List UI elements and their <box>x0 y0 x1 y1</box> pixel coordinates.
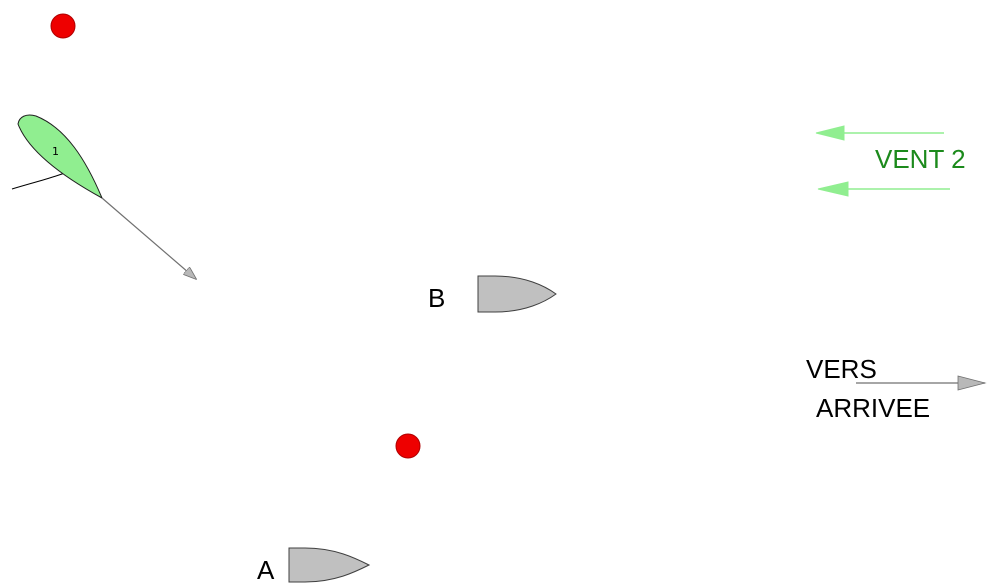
wind-arrow-lower-head <box>817 181 849 197</box>
boat-1-heading-arrow <box>101 197 196 279</box>
boat-a-label: A <box>257 555 275 584</box>
wind-arrow-upper-head <box>815 125 845 141</box>
wind-label: VENT 2 <box>875 144 966 174</box>
mark-buoy-middle <box>395 433 421 459</box>
finish-direction-arrowhead <box>957 375 987 391</box>
boat-b-hull <box>477 275 557 313</box>
wind-arrows <box>815 125 950 197</box>
boat-b-label: B <box>428 283 445 313</box>
boat-1-number: 1 <box>52 145 59 158</box>
boat-a-hull <box>288 547 371 583</box>
finish-label-line1: VERS <box>806 354 877 384</box>
finish-label-line2: ARRIVEE <box>816 393 930 423</box>
mark-buoy-top <box>50 13 76 39</box>
boat-1-hull <box>17 114 104 200</box>
